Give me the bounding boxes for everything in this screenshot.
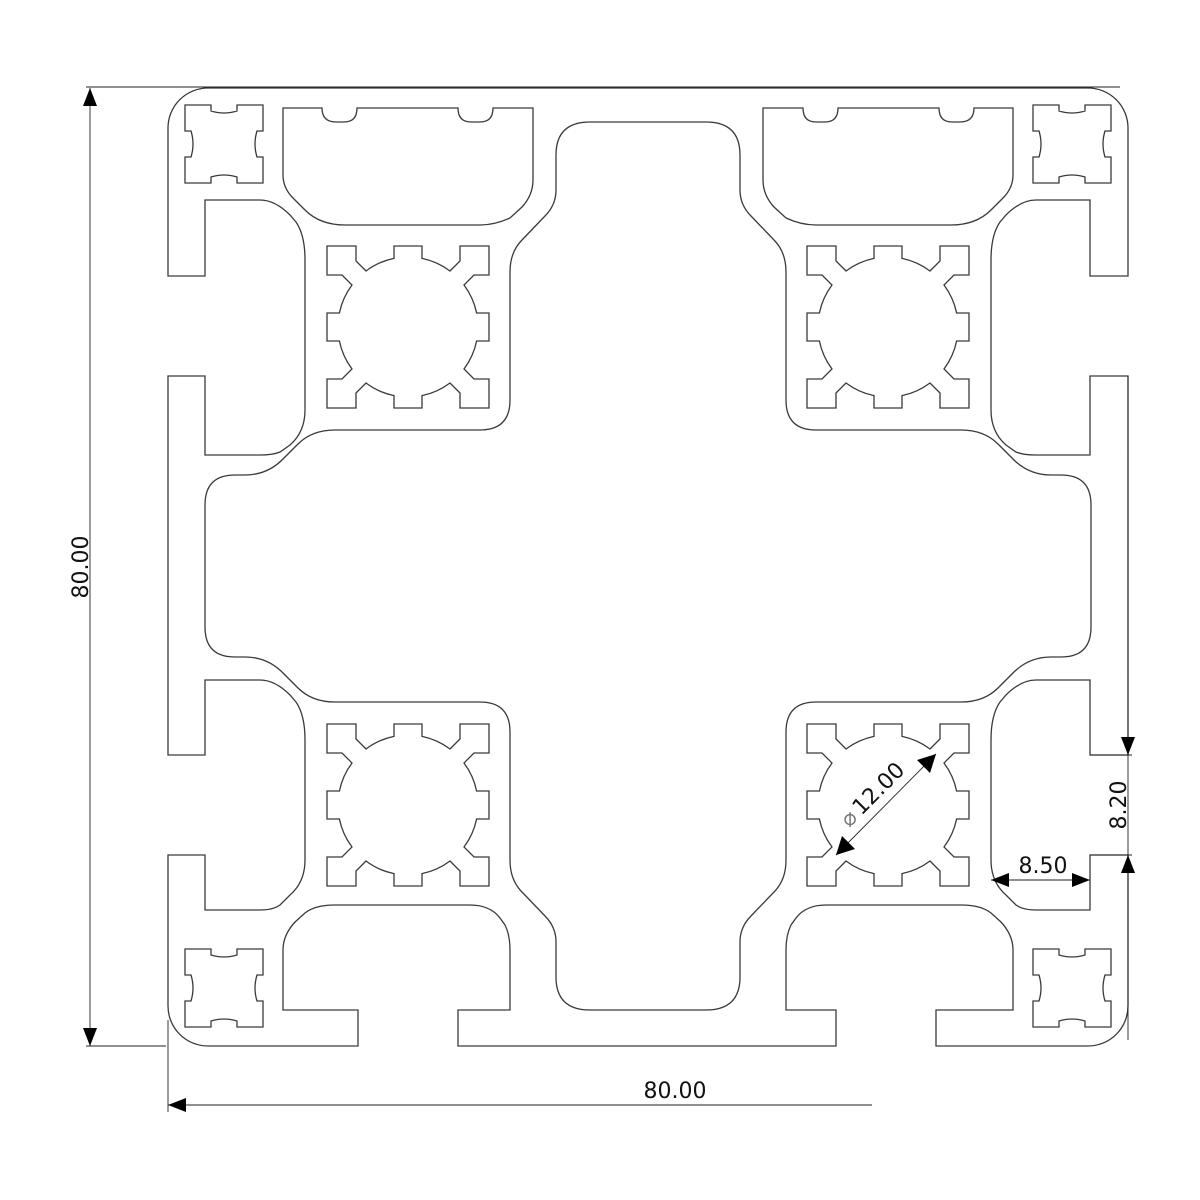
- central-cavity-quarter: [204, 121, 648, 566]
- dimension-line: [835, 753, 937, 856]
- slot-depth-label: 8.50: [1019, 854, 1068, 879]
- height-label: 80.00: [69, 536, 94, 599]
- corner-channel: [184, 948, 264, 1028]
- profile-outer-contour: [167, 87, 1129, 1047]
- arrowhead: [917, 754, 936, 773]
- arrowhead: [991, 873, 1009, 887]
- width-dimension: 80.00: [167, 1020, 872, 1112]
- slot-opening-dimension: 8.20: [1090, 376, 1135, 1040]
- corner-channel: [184, 104, 264, 184]
- arrowhead: [168, 1098, 186, 1112]
- core-bore: [806, 245, 970, 409]
- central-cavity-quarter: [204, 566, 648, 1011]
- arrowhead: [836, 836, 855, 855]
- arrowhead: [1121, 855, 1135, 873]
- core-bore: [326, 245, 490, 409]
- height-dimension: 80.00: [69, 86, 1120, 1047]
- central-cavity: [204, 121, 1092, 1011]
- central-cavity-quarter: [648, 566, 1092, 1011]
- slot-depth-dimension: 8.50: [991, 854, 1090, 887]
- core-bores: [326, 245, 970, 887]
- top-right-cavity: [762, 107, 1014, 226]
- arrowhead: [1072, 873, 1090, 887]
- arrowhead: [1121, 737, 1135, 755]
- core-bore: [806, 723, 970, 887]
- central-cavity-quarter: [648, 121, 1092, 566]
- bore-diameter-dimension: ⌀ 12.00: [835, 753, 937, 856]
- arrowhead: [83, 88, 97, 106]
- width-label: 80.00: [644, 1079, 707, 1104]
- corner-channel: [1032, 948, 1112, 1028]
- slot-opening-label: 8.20: [1107, 781, 1132, 830]
- arrowhead: [83, 1028, 97, 1046]
- corner-channels: [184, 104, 1112, 1028]
- top-left-cavity: [282, 107, 534, 226]
- corner-channel: [1032, 104, 1112, 184]
- core-bore: [326, 723, 490, 887]
